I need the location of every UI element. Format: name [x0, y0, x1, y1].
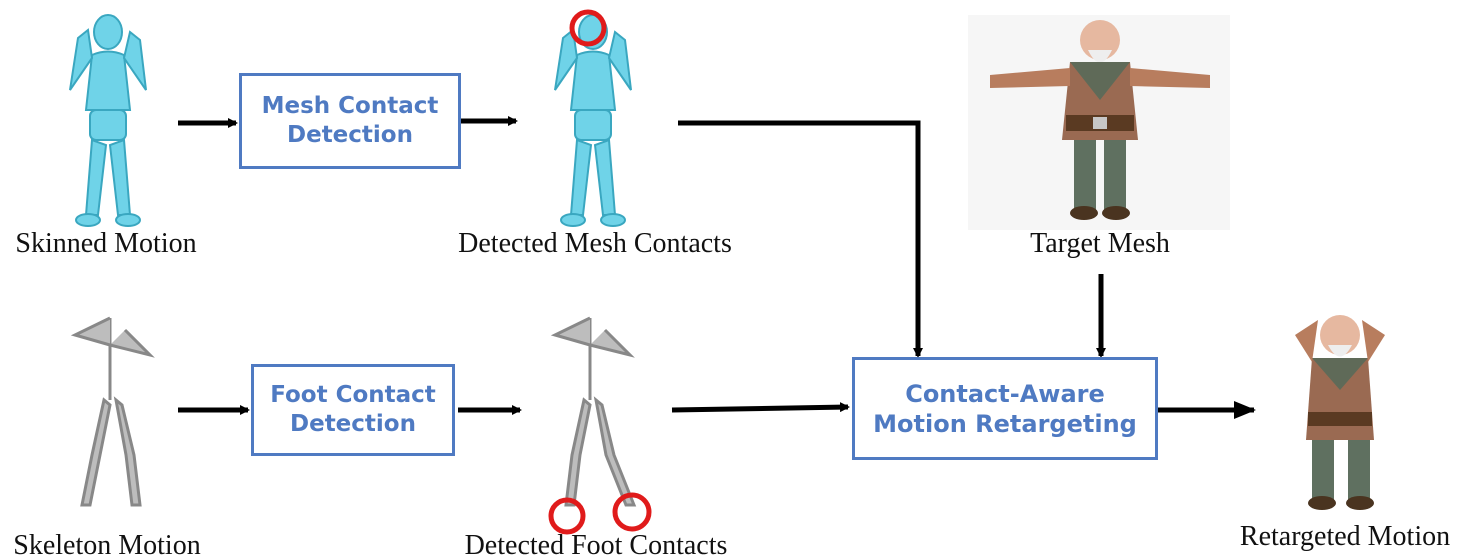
caption-detected-foot-contacts: Detected Foot Contacts [464, 530, 728, 560]
contact-aware-retargeting-box: Contact-Aware Motion Retargeting [852, 357, 1158, 460]
mesh-contact-line-2: Detection [287, 122, 413, 148]
right-foot-contact-marker [612, 492, 652, 532]
foot-contact-line-2: Detection [290, 411, 416, 437]
mesh-contact-detection-box: Mesh Contact Detection [239, 73, 461, 169]
retargeted-motion-character [1295, 315, 1385, 510]
caption-skinned-motion: Skinned Motion [15, 228, 197, 259]
target-mesh-character [968, 15, 1230, 230]
detected-mesh-mannequin-figure [554, 14, 632, 227]
arrow-mesh-contacts-to-retargeting [678, 120, 923, 358]
caption-skeleton-motion: Skeleton Motion [13, 530, 201, 560]
caption-retargeted-motion: Retargeted Motion [1239, 521, 1451, 552]
foot-contact-detection-box: Foot Contact Detection [251, 364, 455, 456]
skeleton-motion-figure [70, 316, 155, 507]
head-contact-marker [569, 9, 607, 47]
detected-foot-skeleton-figure [550, 316, 637, 507]
retargeting-line-1: Contact-Aware [905, 379, 1105, 408]
skinned-mannequin-figure [69, 14, 147, 227]
mesh-contact-line-1: Mesh Contact [261, 93, 439, 120]
foot-contact-line-1: Foot Contact [270, 382, 436, 409]
arrow-foot-contacts-to-retargeting [671, 402, 850, 413]
caption-detected-mesh-contacts: Detected Mesh Contacts [458, 228, 732, 259]
left-foot-contact-marker [548, 497, 586, 535]
retargeting-line-2: Motion Retargeting [873, 409, 1137, 438]
caption-target-mesh: Target Mesh [1030, 228, 1170, 259]
